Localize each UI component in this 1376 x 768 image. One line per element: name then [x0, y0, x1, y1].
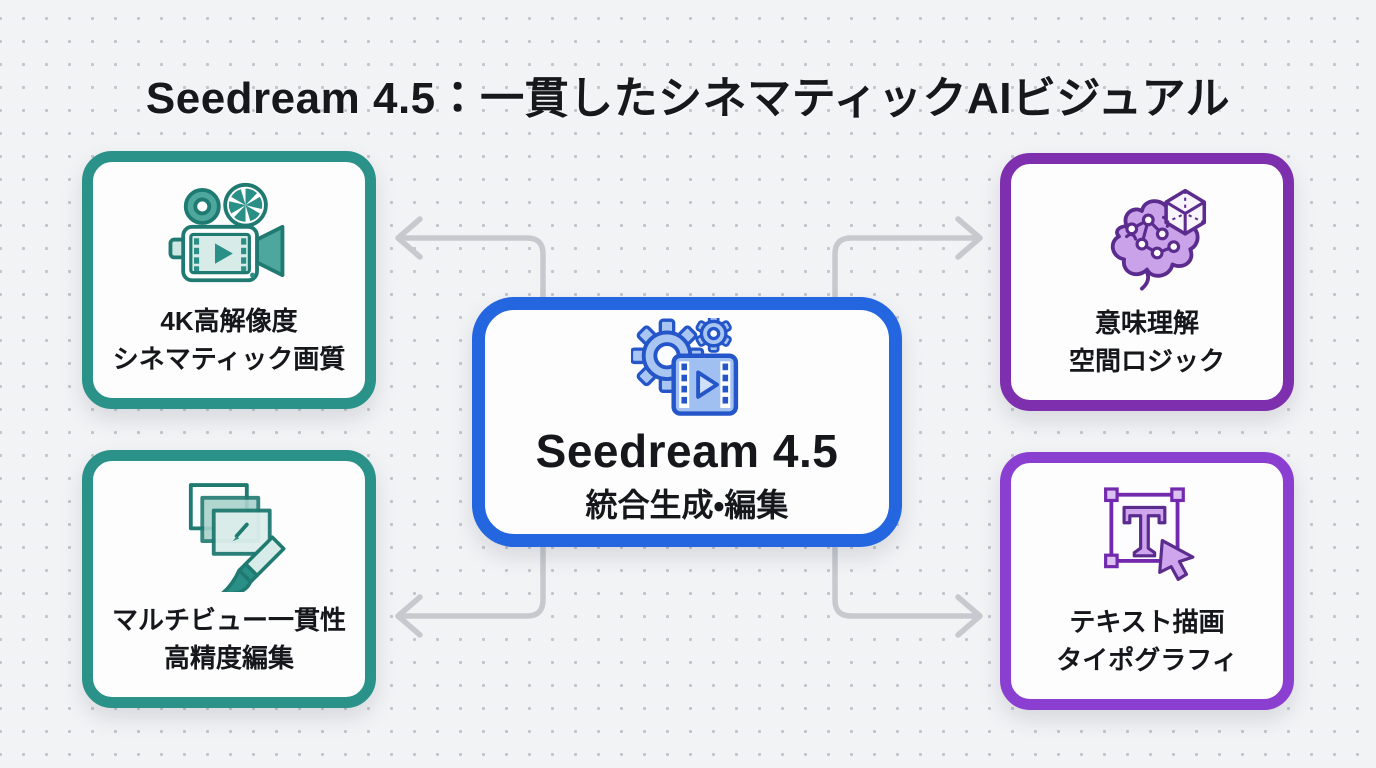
arrow-to-top-left: [397, 235, 546, 302]
arrow-head-top-right: [955, 216, 983, 260]
center-card-subtitle: 統合生成・編集: [585, 487, 789, 523]
card-label: 意味理解 空間ロジック: [1069, 305, 1225, 380]
arrow-head-bottom-right: [955, 594, 983, 638]
movie-camera-icon: [168, 183, 285, 283]
arrow-to-bottom-left: [397, 542, 546, 619]
wireframe-cube: [1164, 189, 1207, 237]
card-label-line1: 意味理解: [1094, 308, 1199, 339]
card-label-line1: 4K高解像度: [160, 306, 298, 337]
film-frame: [671, 353, 739, 416]
feature-card-semantic-understanding: 意味理解 空間ロジック: [1000, 153, 1294, 411]
brain-cube-icon: [1110, 189, 1207, 291]
feature-card-text-rendering: テキスト描画 タイポグラフィ: [1000, 452, 1294, 710]
feature-card-multiview-consistency: マルチビュー一貫性 高精度編集: [82, 450, 376, 708]
card-label: マルチビュー一貫性 高精度編集: [112, 602, 346, 677]
card-label-line2: 高精度編集: [163, 643, 294, 673]
arrow-head-top-left: [395, 216, 423, 260]
card-label-line2: シネマティック画質: [112, 344, 346, 374]
layers-brush-icon: [188, 483, 286, 593]
arrow-head-bottom-left: [395, 594, 423, 638]
card-label: 4K高解像度 シネマティック画質: [113, 303, 345, 378]
text-tool-icon: [1104, 487, 1195, 582]
center-card-title: Seedream 4.5: [535, 425, 839, 477]
card-label-line2: 空間ロジック: [1068, 346, 1225, 376]
small-gear: [695, 318, 732, 353]
arrow-to-bottom-right: [832, 542, 981, 619]
card-label-line1: テキスト描画: [1069, 607, 1225, 638]
arrow-to-top-right: [832, 235, 981, 302]
card-label-line2: タイポグラフィ: [1056, 645, 1238, 675]
card-label: テキスト描画 タイポグラフィ: [1056, 604, 1237, 679]
page-title: Seedream 4.5：一貫したシネマティックAIビジュアル: [145, 74, 1231, 123]
gears-film-icon: [631, 318, 739, 416]
feature-card-cinematic-quality: 4K高解像度 シネマティック画質: [82, 151, 376, 409]
letter-t: [1122, 506, 1167, 558]
center-card-seedream: Seedream 4.5 統合生成・編集: [472, 297, 902, 547]
cursor-pointer: [1158, 539, 1195, 582]
card-label-line1: マルチビュー一貫性: [111, 605, 346, 636]
